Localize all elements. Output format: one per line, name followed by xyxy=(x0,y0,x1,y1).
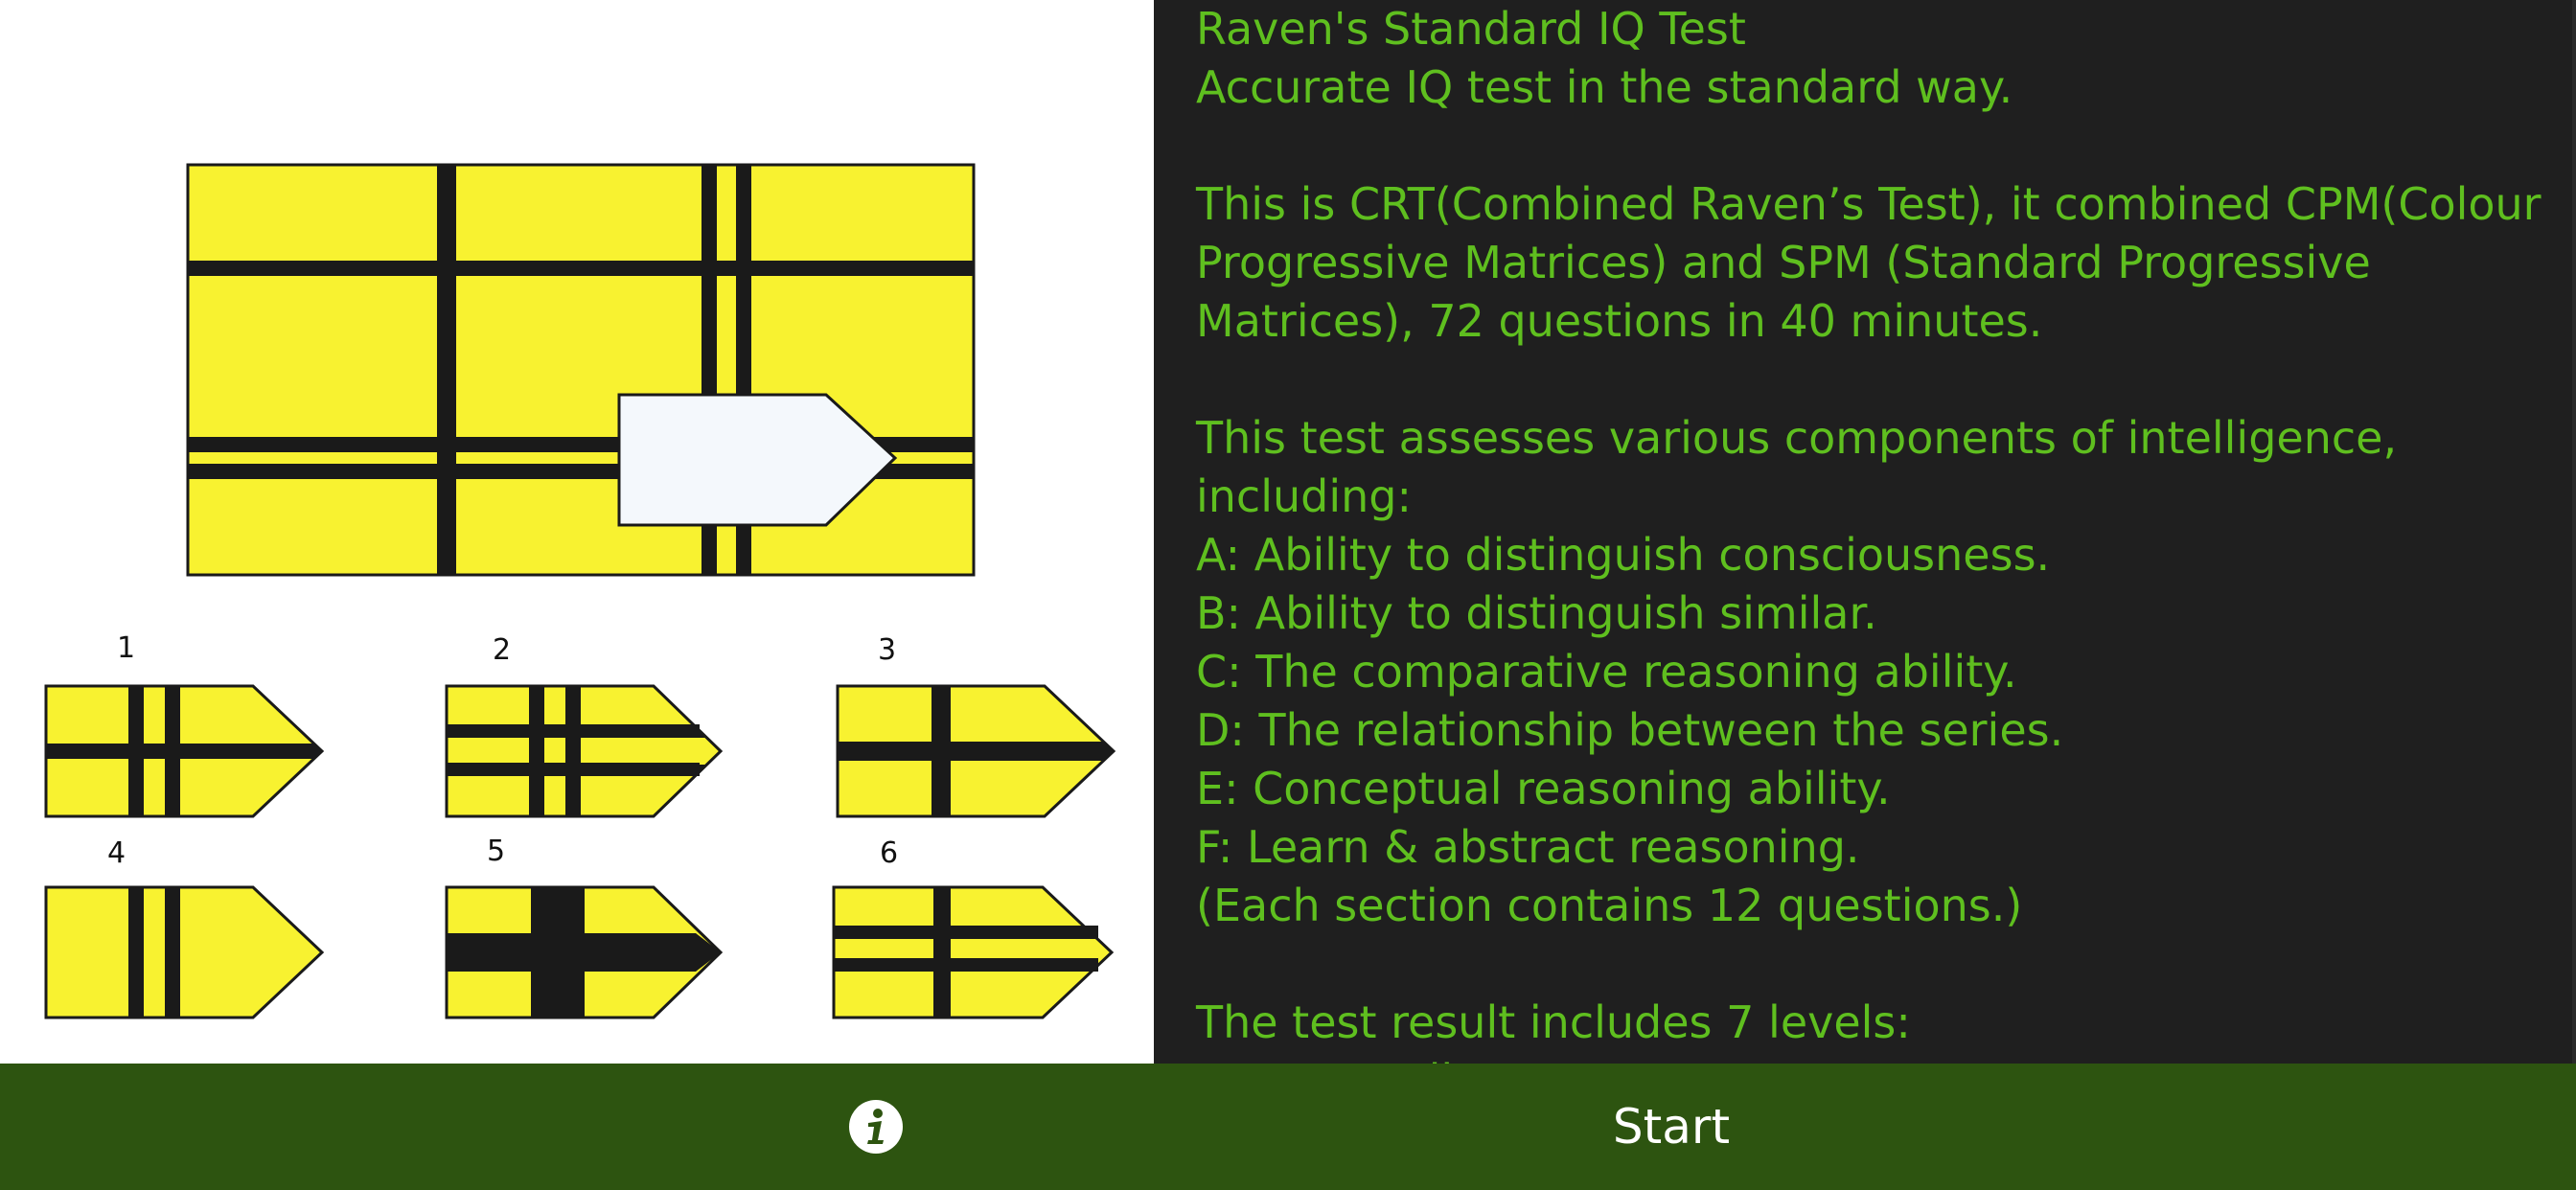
info-button[interactable] xyxy=(847,1098,905,1156)
option-2[interactable] xyxy=(445,684,724,818)
option-label: 5 xyxy=(487,835,505,868)
option-4[interactable] xyxy=(44,885,325,1019)
test-subtitle: Accurate IQ test in the standard way. xyxy=(1196,61,2013,113)
description-panel[interactable]: Raven's Standard IQ Test Accurate IQ tes… xyxy=(1154,0,2576,1064)
sections-note: (Each section contains 12 questions.) xyxy=(1196,880,2023,931)
option-label: 3 xyxy=(878,633,896,667)
component-item: E: Conceptual reasoning ability. xyxy=(1196,763,1891,814)
option-label: 1 xyxy=(117,631,135,665)
answer-slot xyxy=(617,393,898,527)
puzzle-panel: 1 2 3 4 5 6 xyxy=(0,0,1154,1064)
matrix-figure xyxy=(186,163,976,577)
option-label: 4 xyxy=(107,836,126,870)
puzzle-image: 1 2 3 4 5 6 xyxy=(44,163,1116,1019)
option-5[interactable] xyxy=(445,885,724,1019)
option-label: 6 xyxy=(880,836,898,870)
start-button[interactable]: Start xyxy=(1612,1099,1731,1155)
test-title: Raven's Standard IQ Test xyxy=(1196,3,1746,55)
crt-paragraph: This is CRT(Combined Raven’s Test), it c… xyxy=(1196,178,2556,347)
info-icon xyxy=(849,1100,903,1154)
component-item: C: The comparative reasoning ability. xyxy=(1196,646,2017,698)
option-3[interactable] xyxy=(836,684,1116,818)
component-item: A: Ability to distinguish consciousness. xyxy=(1196,529,2051,581)
scrollbar[interactable] xyxy=(2572,0,2576,1064)
option-1[interactable] xyxy=(44,684,325,818)
levels-intro: The test result includes 7 levels: xyxy=(1196,996,1911,1048)
level-item: 1. Extraordinary xyxy=(1196,1055,1552,1064)
assess-intro: This test assesses various components of… xyxy=(1196,412,2411,522)
option-6[interactable] xyxy=(832,885,1115,1019)
description-text: Raven's Standard IQ Test Accurate IQ tes… xyxy=(1196,0,2557,1064)
bottom-toolbar: Start xyxy=(0,1064,2576,1190)
component-item: B: Ability to distinguish similar. xyxy=(1196,587,1877,639)
component-item: F: Learn & abstract reasoning. xyxy=(1196,821,1860,873)
component-item: D: The relationship between the series. xyxy=(1196,704,2064,756)
option-label: 2 xyxy=(493,633,511,667)
